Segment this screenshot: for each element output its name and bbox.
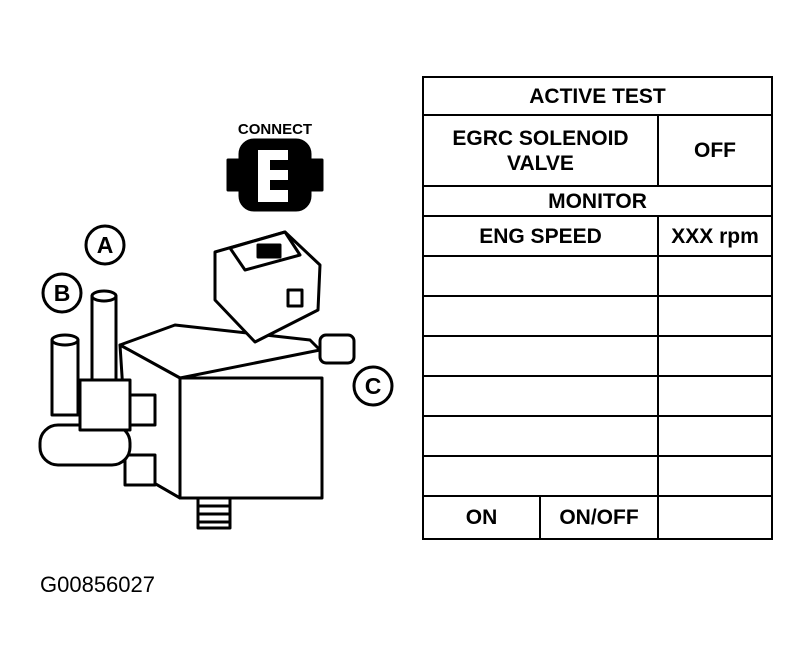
connector-icon xyxy=(226,138,324,212)
monitor-empty-cell xyxy=(422,415,659,457)
solenoid-body xyxy=(38,230,356,530)
port-a-badge xyxy=(84,224,126,266)
monitor-empty-cell xyxy=(657,335,773,377)
eng-speed-value: XXX rpm xyxy=(657,215,773,257)
on-button[interactable]: ON xyxy=(422,495,541,540)
port-b-label: B xyxy=(54,280,71,306)
monitor-empty-cell xyxy=(422,375,659,417)
connect-label: CONNECT xyxy=(238,121,312,138)
eng-speed-label: ENG SPEED xyxy=(422,215,659,257)
figure-id: G00856027 xyxy=(40,572,155,597)
active-test-header: ACTIVE TEST xyxy=(422,76,773,116)
monitor-empty-cell xyxy=(422,255,659,297)
monitor-header: MONITOR xyxy=(422,185,773,217)
monitor-empty-cell xyxy=(657,295,773,337)
active-test-table: ACTIVE TEST EGRC SOLENOID VALVE OFF MONI… xyxy=(422,76,773,540)
blank-button xyxy=(657,495,773,540)
test-item-state: OFF xyxy=(657,114,773,187)
monitor-empty-cell xyxy=(422,455,659,497)
port-b-badge xyxy=(41,272,83,314)
monitor-empty-cell xyxy=(657,375,773,417)
monitor-empty-cell xyxy=(422,335,659,377)
port-a-label: A xyxy=(97,232,114,258)
port-c-badge xyxy=(352,365,394,407)
on-off-button[interactable]: ON/OFF xyxy=(539,495,659,540)
monitor-empty-cell xyxy=(657,415,773,457)
solenoid-valve-diagram: CONNECT A B C xyxy=(38,121,394,530)
monitor-empty-cell xyxy=(657,255,773,297)
monitor-empty-cell xyxy=(422,295,659,337)
test-item-cell: EGRC SOLENOID VALVE xyxy=(422,114,659,187)
monitor-empty-cell xyxy=(657,455,773,497)
port-c-label: C xyxy=(365,373,382,399)
